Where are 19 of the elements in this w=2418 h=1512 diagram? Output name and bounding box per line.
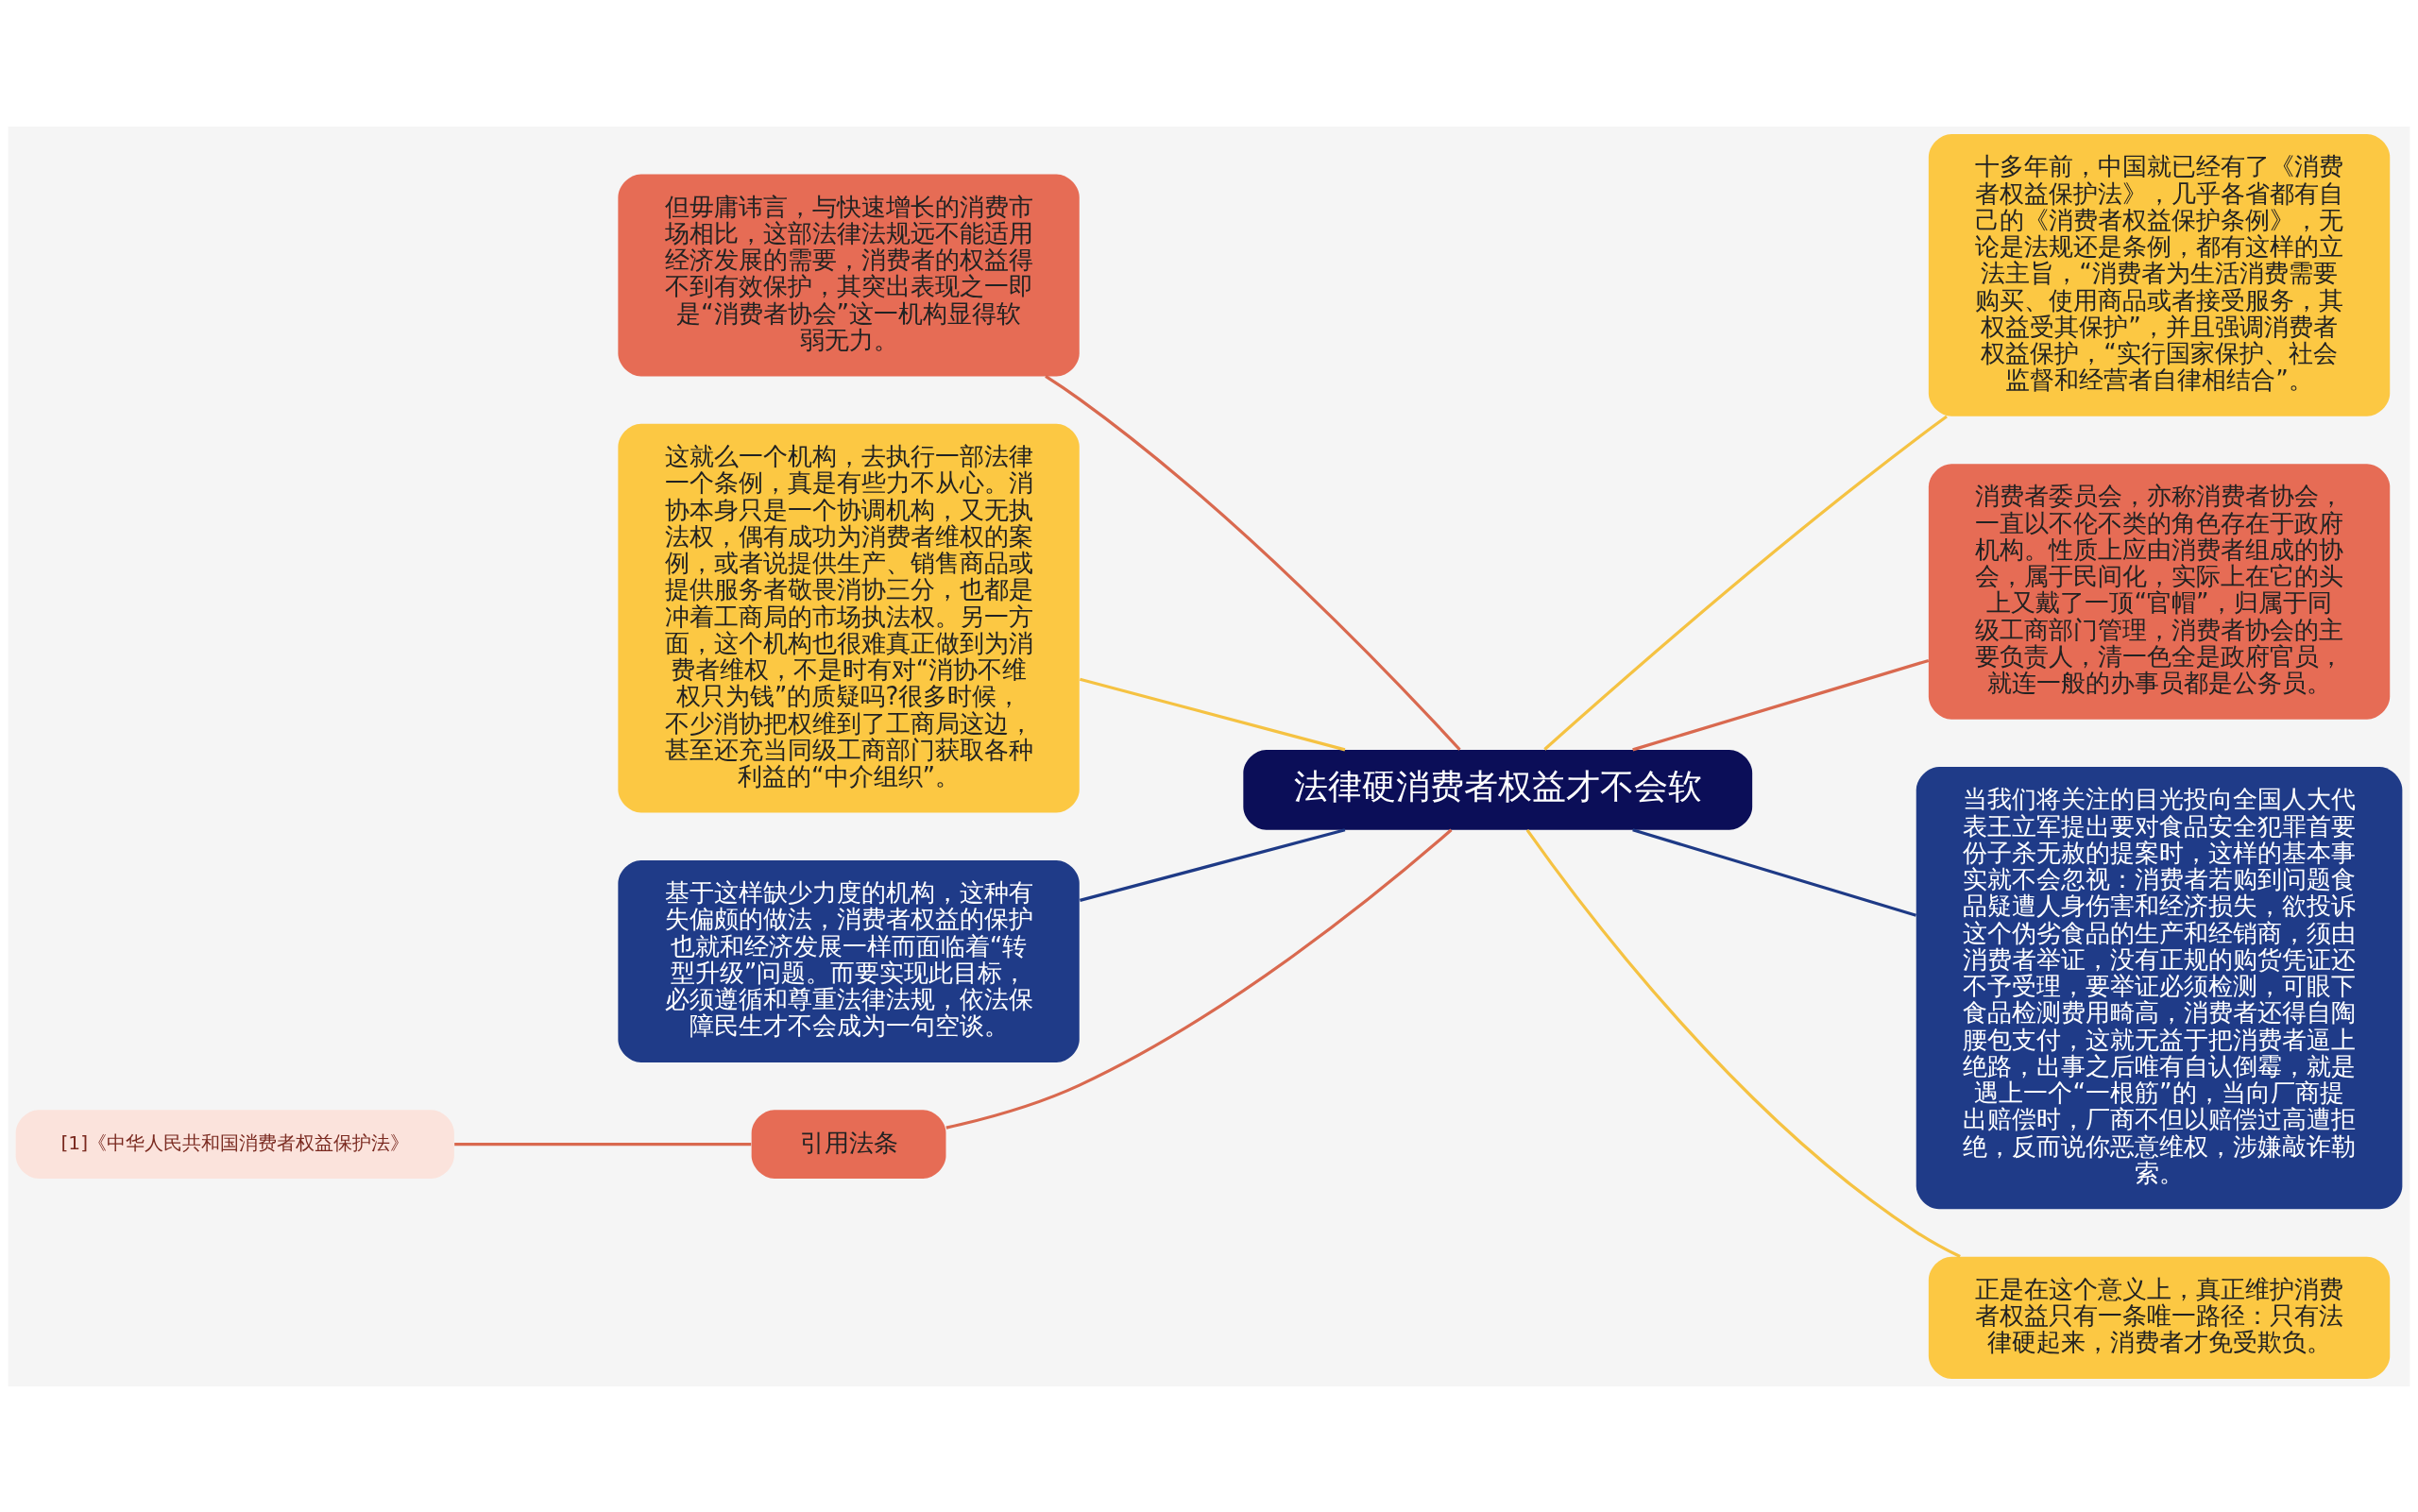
node-box: 法律硬消费者权益才不会软 — [1243, 749, 1753, 830]
connector — [1045, 374, 1461, 751]
connector — [1543, 415, 1948, 751]
node-box: [1]《中华人民共和国消费者权益保护法》 — [15, 1109, 454, 1179]
connector — [1525, 828, 1961, 1258]
connector — [1079, 827, 1346, 902]
node-box: 当我们将关注的目光投向全国人大代表王立军提出要对食品安全犯罪首要份子杀无赦的提案时，这样的基本事实就不会忽视：消费者若购到问题食品疑遭人身伤害和经济损失，欲投诉这个伪劣食品的生产和经销商，须由消费者举证，没有正规的购货凭证还不予受理，要举证必须检测，可眼下食品检测费用畸高，消费者还得自陶腰包支付，这就无益于把消费者逼上绝路，出事之后唯有自认倒霉，就是遇上一个“一根筋”的，当向厂商提出赔偿时，厂商不但以赔偿过高遭拒绝，反而说你恶意维权，涉嫌敲诈勒索。 — [1916, 766, 2403, 1209]
connector — [945, 828, 1453, 1130]
connector — [1079, 677, 1346, 751]
node-box: 十多年前，中国就已经有了《消费者权益保护法》，几乎各省都有自己的《消费者权益保护条例》，无论是法规还是条例，都有这样的立法主旨，“消费者为生活消费需要购买、使用商品或者接受服务，其权益受其保护”，并且强调消费者权益保护，“实行国家保护、社会监督和经营者自律相结合”。 — [1928, 133, 2391, 416]
node-box: 消费者委员会，亦称消费者协会，一直以不伦不类的角色存在于政府机构。性质上应由消费者组成的协会，属于民间化，实际上在它的头上又戴了一顶“官帽”，归属于同级工商部门管理，消费者协会的主要负责人，清一色全是政府官员，就连一般的办事员都是公务员。 — [1928, 463, 2391, 720]
node-box: 但毋庸讳言，与快速增长的消费市场相比，这部法律法规远不能适用经济发展的需要，消费者的权益得不到有效保护，其突出表现之一即是“消费者协会”这一机构显得软弱无力。 — [618, 173, 1080, 376]
connector — [1632, 827, 1916, 917]
connector — [454, 1142, 752, 1146]
node-box: 正是在这个意义上，真正维护消费者权益只有一条唯一路径：只有法律硬起来，消费者才免受欺负。 — [1928, 1256, 2391, 1379]
node-box: 这就么一个机构，去执行一部法律一个条例，真是有些力不从心。消协本身只是一个协调机构，又无执法权，偶有成功为消费者维权的案例，或者说提供生产、销售商品或提供服务者敬畏消协三分，也都是冲着工商局的市场执法权。另一方面，这个机构也很难真正做到为消费者维权，不是时有对“消协不维权只为钱”的质疑吗?很多时候，不少消协把权维到了工商局这边，甚至还充当同级工商部门获取各种利益的“中介组织”。 — [618, 423, 1080, 813]
node-box: 基于这样缺少力度的机构，这种有失偏颇的做法，消费者权益的保护也就和经济发展一样而面临着“转型升级”问题。而要实现此目标，必须遵循和尊重法律法规，依法保障民生才不会成为一句空谈。 — [618, 859, 1080, 1062]
connector — [1632, 658, 1930, 751]
node-box: 引用法条 — [751, 1109, 946, 1179]
